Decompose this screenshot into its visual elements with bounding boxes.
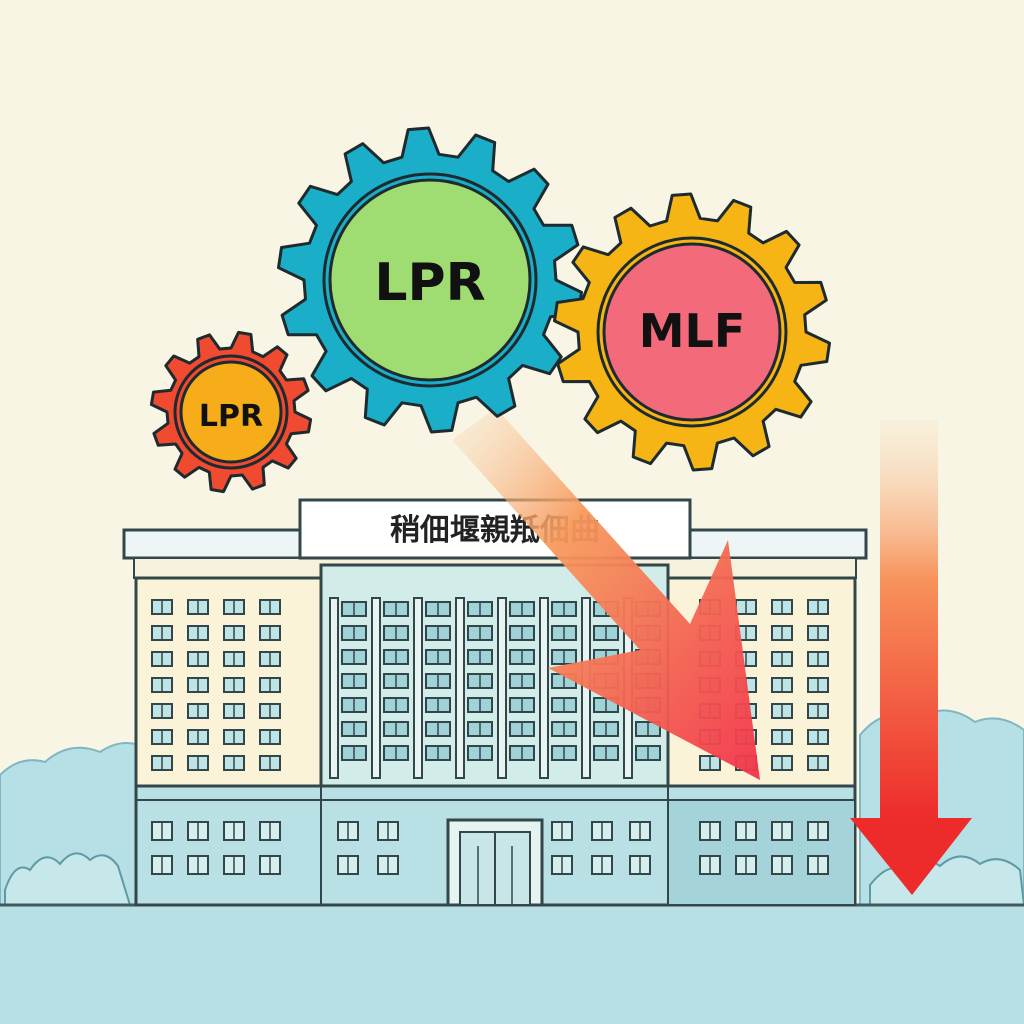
gear-right-icon <box>553 192 831 472</box>
gear-large-label: LPR <box>374 253 485 313</box>
gear-right-center <box>602 242 782 422</box>
building-sign: 稍佃堰親羝佃曲 <box>298 498 692 560</box>
gear-small-center <box>179 360 283 464</box>
gear-small-icon <box>149 330 313 494</box>
gear-large-icon <box>277 126 583 434</box>
ground <box>0 905 1024 1024</box>
gear-large-center <box>328 178 532 382</box>
vertical-down-arrow-icon <box>850 420 972 895</box>
gear-right-label: MLF <box>639 304 746 358</box>
building <box>122 528 868 907</box>
diagonal-down-arrow-icon <box>452 408 760 780</box>
gear-small-label: LPR <box>199 399 263 434</box>
bush-left <box>4 852 132 906</box>
